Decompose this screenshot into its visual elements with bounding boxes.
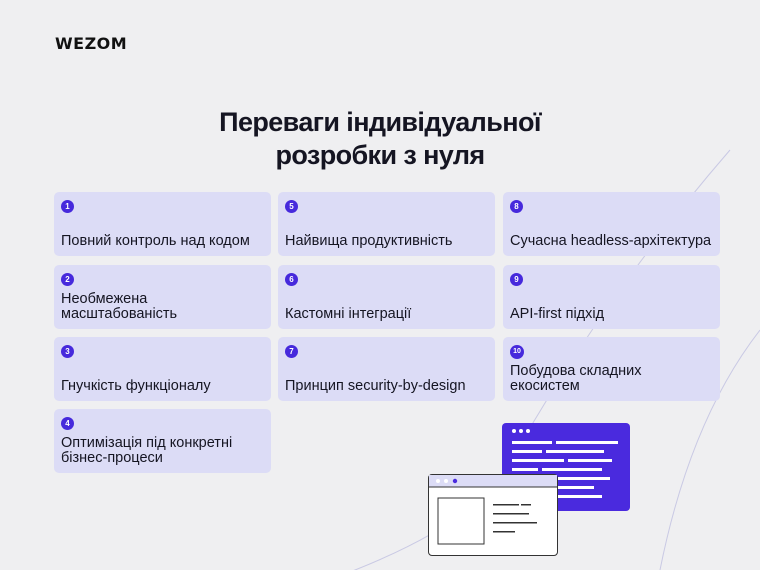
browser-layout-graphic [429,475,557,545]
advantage-card-2: 2 Необмежена масштабованість [54,265,271,329]
number-badge: 9 [510,273,523,286]
advantage-card-10: 10 Побудова складних екосистем [503,337,720,401]
advantage-card-3: 3 Гнучкість функціоналу [54,337,271,401]
number-badge: 8 [510,200,523,213]
wezom-logo: WEZOM [55,34,128,53]
advantage-card-7: 7 Принцип security-by-design [278,337,495,401]
code-lines-graphic [512,429,618,498]
advantage-text: Сучасна headless-архітектура [510,233,712,249]
advantage-card-5: 5 Найвища продуктивність [278,192,495,256]
advantage-card-8: 8 Сучасна headless-архітектура [503,192,720,256]
page-title: Переваги індивідуальної розробки з нуля [0,106,760,172]
number-badge: 6 [285,273,298,286]
advantage-text: Побудова складних екосистем [510,363,642,394]
advantage-text: Принцип security-by-design [285,378,466,394]
number-badge: 7 [285,345,298,358]
advantage-card-1: 1 Повний контроль над кодом [54,192,271,256]
number-badge: 1 [61,200,74,213]
number-badge: 2 [61,273,74,286]
advantage-text: API-first підхід [510,306,605,322]
advantage-card-4: 4 Оптимізація під конкретні бізнес-проце… [54,409,271,473]
advantage-text: Кастомні інтеграції [285,306,412,322]
browser-window-illustration [428,474,558,556]
advantage-text: Необмежена масштабованість [61,291,178,322]
advantage-text: Найвища продуктивність [285,233,453,249]
number-badge: 10 [510,345,524,359]
page-title-line-1: Переваги індивідуальної [219,107,541,137]
advantage-card-9: 9 API-first підхід [503,265,720,329]
number-badge: 3 [61,345,74,358]
advantage-text: Гнучкість функціоналу [61,378,211,394]
page-title-line-2: розробки з нуля [275,140,485,170]
advantage-card-6: 6 Кастомні інтеграції [278,265,495,329]
advantage-text: Оптимізація під конкретні бізнес-процеси [61,435,233,466]
advantage-text: Повний контроль над кодом [61,233,250,249]
number-badge: 4 [61,417,74,430]
number-badge: 5 [285,200,298,213]
code-window-illustration [502,423,630,511]
